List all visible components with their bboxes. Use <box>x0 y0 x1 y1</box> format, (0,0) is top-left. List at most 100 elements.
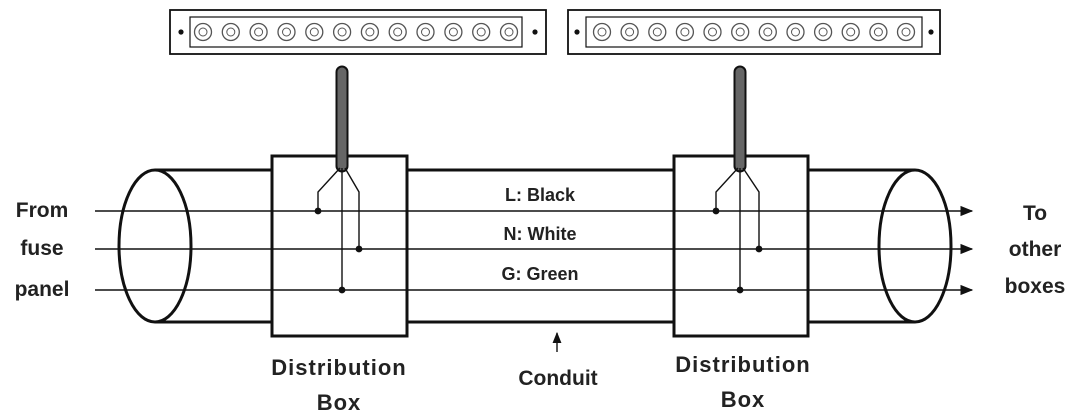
receptacle-socket-icon <box>675 22 695 42</box>
junction-dot <box>314 207 322 215</box>
receptacle-socket-inner <box>226 27 236 37</box>
distribution-box-label-line: Box <box>317 390 362 415</box>
distribution-box-right-caption: Distribution Box <box>675 352 810 412</box>
mounting-screw-icon <box>928 29 934 35</box>
receptacle-socket-inner <box>393 27 403 37</box>
receptacle-socket-inner <box>763 27 773 37</box>
receptacle-socket-inner <box>680 27 690 37</box>
distribution-box-outline <box>270 154 409 338</box>
conduit-callout: Conduit <box>518 331 598 390</box>
receptacle-socket-icon <box>648 22 667 42</box>
lead-neutral <box>742 167 760 249</box>
cable-leads <box>715 167 760 290</box>
receptacle-socket-inner <box>597 27 607 37</box>
receptacle-socket-icon <box>472 22 491 42</box>
socket-row <box>193 22 519 42</box>
destination-label-line: To <box>1023 202 1047 225</box>
destination-label-line: boxes <box>1005 275 1066 298</box>
receptacle-socket-icon <box>221 22 240 42</box>
receptacle-socket-icon <box>841 22 860 42</box>
junction-dot <box>355 245 363 253</box>
source-label-line: fuse <box>20 237 63 260</box>
receptacle-socket-icon <box>249 22 268 42</box>
wire-label-hot: L: Black <box>505 185 576 205</box>
receptacle-socket-icon <box>703 22 722 42</box>
receptacle-socket-icon <box>592 22 612 42</box>
receptacle-socket-icon <box>277 22 296 42</box>
junction-dot <box>712 207 720 215</box>
receptacle-socket-icon <box>388 22 407 42</box>
receptacle-socket-icon <box>758 22 777 42</box>
distribution-box-label-line: Distribution <box>271 355 406 380</box>
receptacle-socket-inner <box>504 27 514 37</box>
receptacle-socket-icon <box>193 22 213 42</box>
wire-label-ground: G: Green <box>501 264 578 284</box>
mounting-screw-icon <box>532 29 538 35</box>
receptacle-socket-inner <box>476 27 486 37</box>
receptacle-socket-inner <box>873 27 883 37</box>
receptacle-socket-icon <box>332 22 352 42</box>
source-label-line: panel <box>15 278 70 301</box>
receptacle-socket-icon <box>305 22 324 42</box>
receptacle-socket-inner <box>708 27 717 37</box>
receptacle-socket-icon <box>444 22 463 42</box>
distribution-box-left <box>270 154 409 338</box>
receptacle-socket-inner <box>198 27 208 37</box>
lead-neutral <box>344 167 360 249</box>
receptacle-socket-inner <box>254 27 264 37</box>
receptacle-socket-icon <box>499 22 519 42</box>
receptacle-socket-inner <box>818 27 828 37</box>
receptacle-socket-inner <box>652 27 662 37</box>
conductors <box>95 205 974 296</box>
strip-face <box>585 16 923 48</box>
receptacle-socket-icon <box>360 22 380 42</box>
receptacle-socket-icon <box>731 22 750 42</box>
junction-dot <box>755 245 763 253</box>
receptacle-socket-inner <box>901 27 911 37</box>
cable-left <box>314 65 363 294</box>
conduit-left-end <box>117 168 193 324</box>
mounting-screw-icon <box>574 29 580 35</box>
receptacle-socket-inner <box>421 27 430 37</box>
distribution-box-label-line: Distribution <box>675 352 810 377</box>
cable-leads <box>317 167 360 290</box>
receptacle-socket-inner <box>282 27 291 37</box>
junction-dot <box>338 286 346 294</box>
distribution-box-label-line: Box <box>721 387 766 412</box>
receptacle-socket-icon <box>896 22 916 42</box>
junction-dot <box>736 286 744 294</box>
cable-right <box>712 65 763 294</box>
strip-face <box>189 16 523 48</box>
conduit-right-end <box>877 168 953 324</box>
lead-hot <box>715 167 739 211</box>
distribution-box-right <box>672 154 810 338</box>
receptacle-socket-inner <box>365 27 375 37</box>
receptacle-socket-inner <box>448 27 458 37</box>
distribution-box-left-caption: Distribution Box <box>271 355 406 415</box>
receptacle-socket-icon <box>416 22 435 42</box>
source-label: From fuse panel <box>15 199 70 301</box>
receptacle-socket-icon <box>869 22 888 42</box>
conduit-label: Conduit <box>518 367 597 390</box>
receptacle-socket-inner <box>309 27 319 37</box>
lead-hot <box>317 167 341 211</box>
receptacle-socket-inner <box>337 27 347 37</box>
destination-label: To other boxes <box>1005 202 1066 298</box>
source-label-line: From <box>16 199 69 222</box>
receptacle-strip-left <box>169 9 547 55</box>
receptacle-socket-inner <box>791 27 800 37</box>
distribution-box-outline <box>672 154 810 338</box>
destination-label-line: other <box>1009 238 1062 261</box>
socket-row <box>592 22 916 42</box>
receptacle-socket-icon <box>620 22 639 42</box>
wire-label-neutral: N: White <box>504 224 577 244</box>
receptacle-strip-right <box>567 9 941 55</box>
receptacle-socket-inner <box>625 27 635 37</box>
receptacle-socket-inner <box>735 27 745 37</box>
mounting-screw-icon <box>178 29 184 35</box>
receptacle-socket-icon <box>813 22 833 42</box>
receptacle-socket-inner <box>846 27 856 37</box>
conduit-tube <box>117 168 953 324</box>
receptacle-socket-icon <box>786 22 805 42</box>
